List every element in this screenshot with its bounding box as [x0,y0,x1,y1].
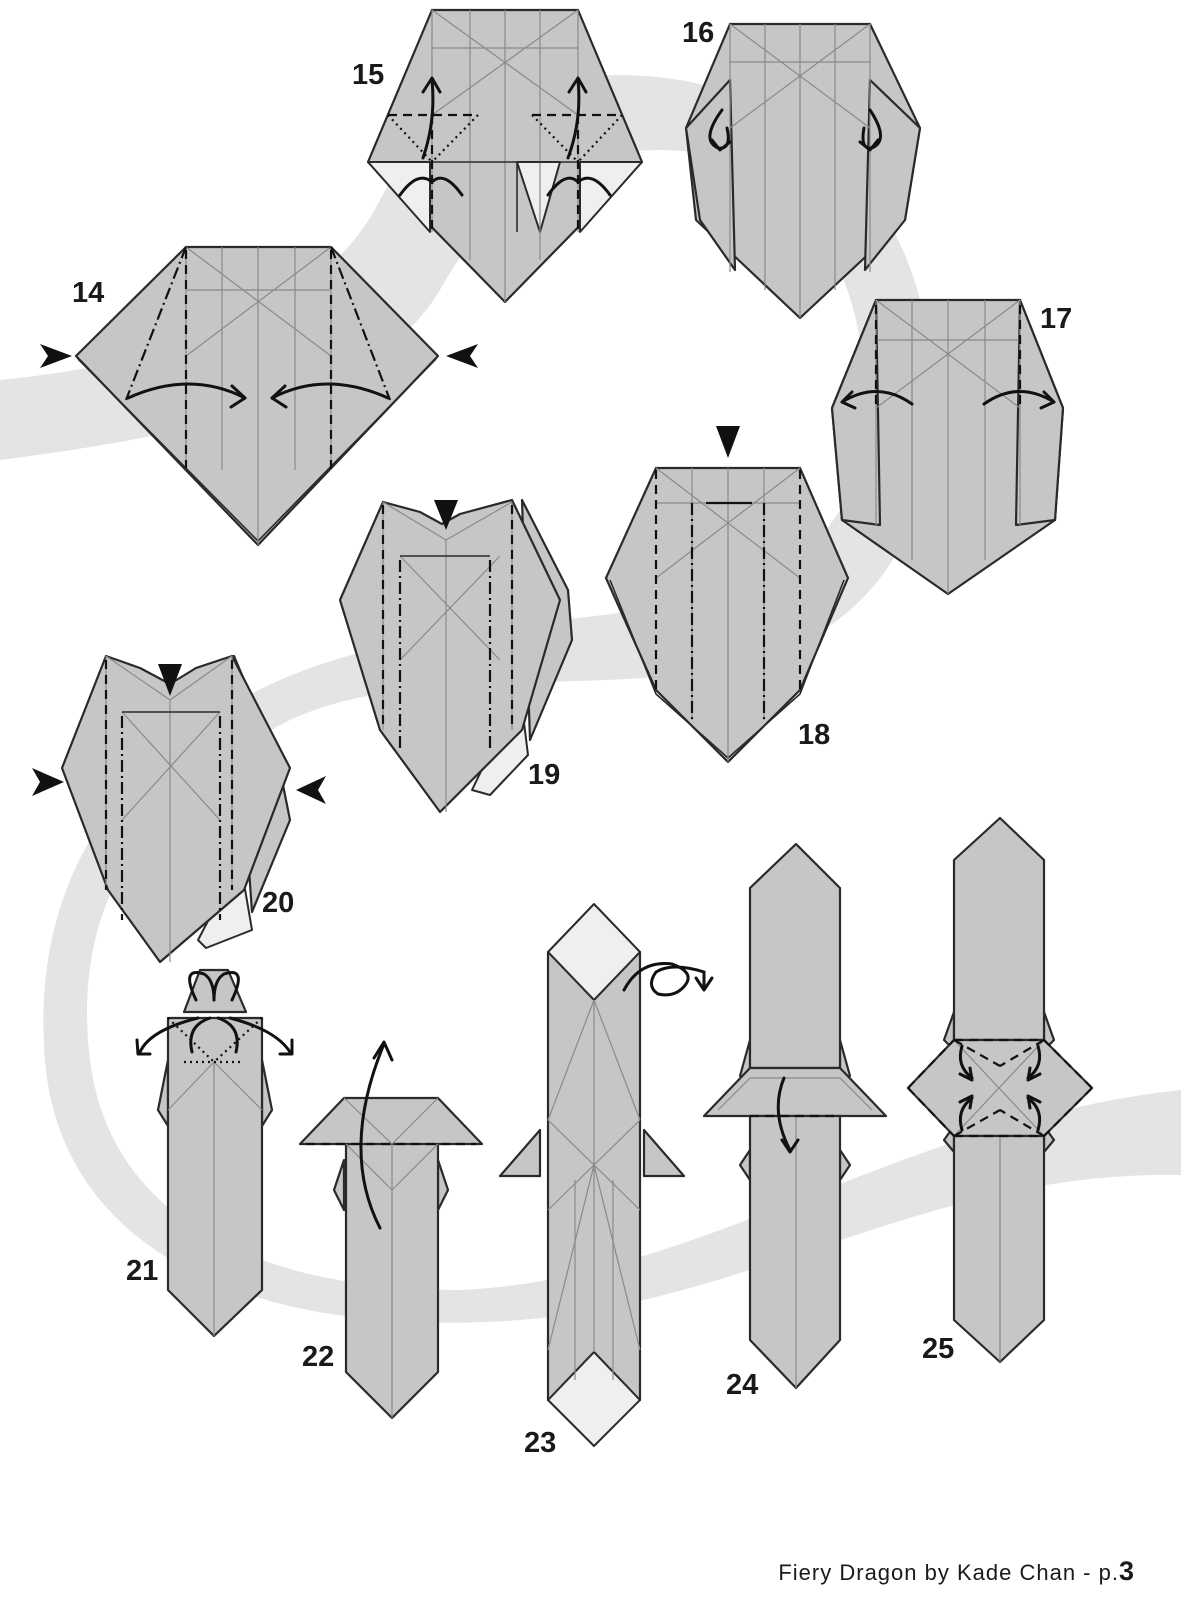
step-18-diagram [604,426,850,764]
step-25-diagram [906,816,1094,1364]
page-footer: Fiery Dragon by Kade Chan - p.3 [778,1556,1135,1587]
step-15-label: 15 [352,59,384,91]
step-18-label: 18 [798,719,830,751]
step-19-diagram [338,498,574,814]
step-22-label: 22 [302,1341,334,1373]
footer-credit: Fiery Dragon by Kade Chan - p. [778,1560,1119,1585]
step-17-diagram [830,298,1065,596]
step-20-diagram [32,654,326,964]
page-number: 3 [1118,1556,1135,1586]
step-24-diagram [702,842,888,1390]
step-23-diagram [498,903,714,1447]
step-16-diagram [684,22,922,320]
step-16-label: 16 [682,17,714,49]
step-21-label: 21 [126,1255,158,1287]
step-23-label: 23 [524,1427,556,1459]
step-17-label: 17 [1040,303,1072,335]
step-20-label: 20 [262,887,294,919]
step-14-diagram [40,245,478,547]
step-19-label: 19 [528,759,560,791]
step-25-label: 25 [922,1333,954,1365]
step-21-diagram [135,968,294,1338]
step-22-diagram [298,1040,484,1420]
step-24-label: 24 [726,1369,758,1401]
step-15-diagram [366,8,644,304]
step-14-label: 14 [72,277,104,309]
